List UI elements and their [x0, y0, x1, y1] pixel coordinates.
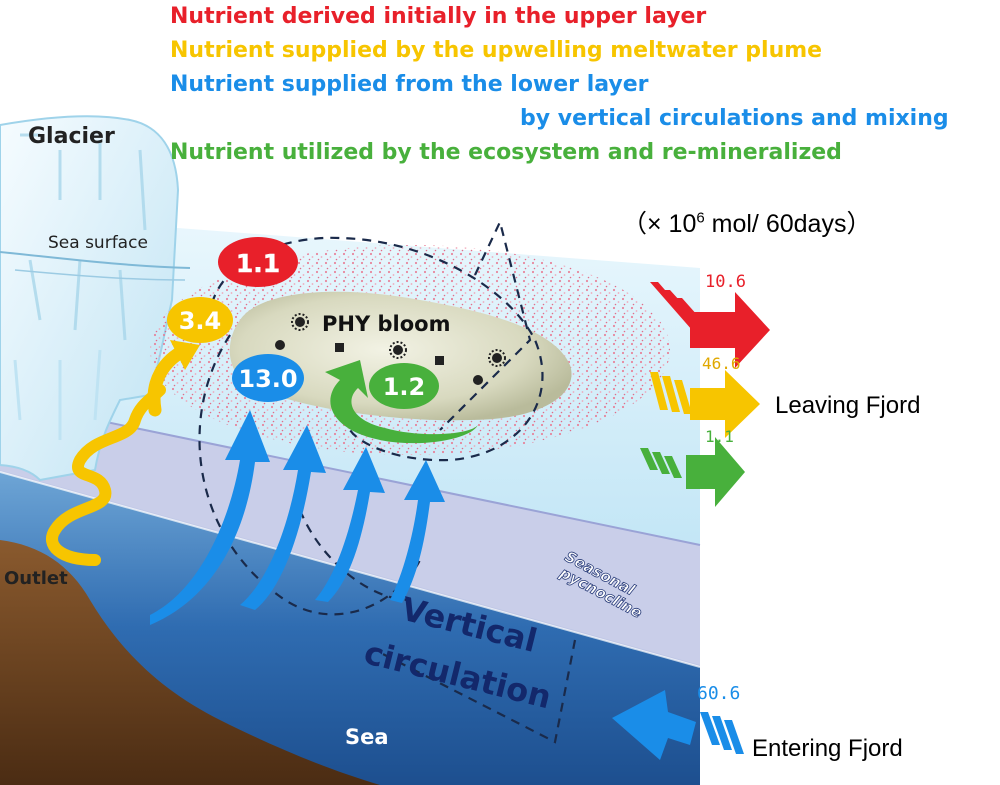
bubble-green: [369, 363, 439, 409]
particles: [275, 313, 506, 385]
bubble-blue: [232, 354, 304, 402]
legend-lower-layer: Nutrient supplied from the lower layer: [170, 72, 649, 97]
bubble-red: [218, 237, 298, 287]
bubble-yellow: [167, 297, 233, 343]
outlet-label: Outlet: [4, 568, 68, 589]
flux-out-yellow: 46.6: [702, 354, 741, 373]
phy-bloom-label: PHY bloom: [322, 312, 450, 336]
glacier-label: Glacier: [28, 124, 115, 149]
flux-out-green: 1.1: [705, 427, 734, 446]
flux-out-red: 10.6: [705, 272, 746, 292]
unit-exponent: 6: [696, 209, 705, 227]
legend-meltwater: Nutrient supplied by the upwelling meltw…: [170, 38, 823, 63]
leaving-fjord-label: Leaving Fjord: [775, 392, 920, 419]
legend-lower-layer-cont: by vertical circulations and mixing: [520, 106, 949, 131]
sea-label: Sea: [345, 725, 389, 749]
sea-surface-label: Sea surface: [48, 233, 148, 253]
unit-suffix: mol/ 60days）: [704, 210, 872, 238]
entering-fjord-label: Entering Fjord: [752, 735, 903, 762]
phy-bloom-shape: [229, 291, 572, 421]
unit-label: （× 106 mol/ 60days）: [622, 204, 871, 240]
flux-in-blue: 60.6: [697, 683, 740, 704]
meltwater-plume: [46, 384, 166, 566]
out-arrow-green: [640, 437, 745, 507]
upwelling-arrows: [150, 410, 445, 625]
legend-upper-layer: Nutrient derived initially in the upper …: [170, 4, 707, 29]
out-arrow-yellow: [650, 370, 760, 438]
bubble-yellow-value: 3.4: [179, 307, 222, 335]
legend-ecosystem: Nutrient utilized by the ecosystem and r…: [170, 140, 842, 165]
bubble-red-value: 1.1: [236, 249, 280, 278]
bubble-blue-value: 13.0: [238, 365, 297, 393]
seabed: [0, 540, 380, 785]
unit-prefix: （× 10: [622, 210, 697, 238]
recycle-arrow: [325, 360, 478, 444]
bubble-green-value: 1.2: [383, 373, 426, 401]
in-arrow-blue: [612, 690, 744, 760]
out-arrow-red: [650, 282, 770, 368]
